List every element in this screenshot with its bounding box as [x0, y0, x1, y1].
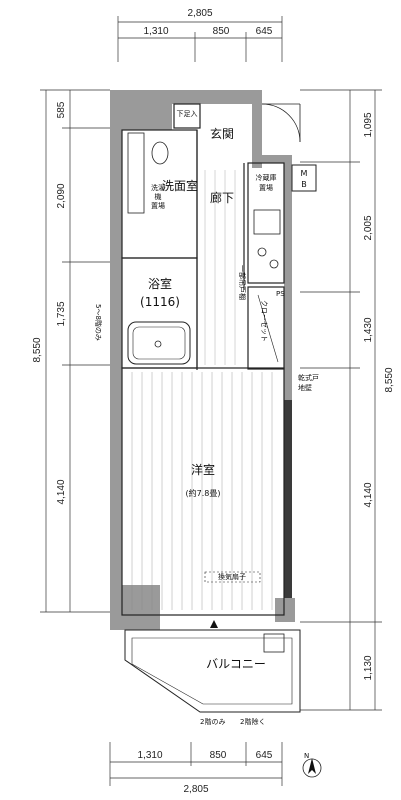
hallway-hatch [204, 170, 236, 365]
label-2f-except: 2階除く [240, 717, 265, 726]
bottom-total-dim: 2,805 [183, 784, 208, 795]
label-shelf: 一部吊戸棚 [238, 265, 247, 300]
label-fridge-2: 置場 [259, 183, 273, 192]
label-fridge-1: 冷蔵庫 [256, 173, 277, 182]
left-dim-2: 2,090 [56, 183, 67, 208]
floor-hatch [131, 372, 273, 610]
right-dim-1: 1,095 [363, 112, 374, 137]
interior-partitions [121, 103, 285, 616]
drain-icon [154, 340, 162, 348]
sink-icon [253, 209, 281, 235]
room-washroom: 洗面室 [162, 178, 198, 193]
room-western: 洋室 [191, 462, 215, 477]
label-shoe-box: 下足入 [177, 110, 198, 118]
label-washer-2: 機 [155, 192, 162, 201]
room-bathroom-size: (1116) [140, 295, 180, 309]
room-bathroom: 浴室 [148, 276, 172, 291]
label-floor-note: 5～8階のみ [94, 304, 103, 341]
label-ps: PS [276, 290, 285, 298]
top-dimension-lines [117, 16, 283, 62]
top-total-dim: 2,805 [187, 8, 212, 19]
top-dim-2: 850 [213, 26, 230, 37]
entrance-door [261, 103, 301, 143]
window-marker [210, 620, 218, 628]
right-dim-4: 4,140 [363, 482, 374, 507]
left-dim-3: 1,735 [56, 301, 67, 326]
burner-icon [257, 247, 267, 257]
closet-mark [257, 294, 279, 363]
label-dryer-2: 地壁 [298, 383, 312, 392]
label-washer-3: 置場 [151, 201, 165, 210]
washstand [127, 132, 145, 214]
mb-box [291, 164, 317, 192]
vent-box [204, 571, 261, 583]
right-dim-5: 1,130 [363, 655, 374, 680]
right-dimension-lines [300, 89, 382, 711]
compass-arrow-icon [308, 758, 316, 774]
room-western-size: (約7.8畳) [186, 488, 221, 498]
right-dim-3: 1,430 [363, 317, 374, 342]
right-dim-2: 2,005 [363, 215, 374, 240]
bottom-dim-2: 850 [210, 750, 227, 761]
room-hallway: 廊下 [210, 190, 234, 205]
label-2f-only: 2階のみ [200, 717, 225, 726]
label-vent: 換気扇子 [218, 572, 246, 581]
room-balcony: バルコニー [206, 657, 266, 671]
bottom-dim-3: 645 [256, 750, 273, 761]
right-total-dim: 8,550 [384, 367, 395, 392]
left-dim-4: 4,140 [56, 479, 67, 504]
compass-label: N [304, 752, 309, 760]
room-entrance: 玄関 [210, 126, 234, 141]
mb-label-m: M [301, 169, 308, 178]
outer-walls [110, 90, 295, 630]
label-dryer-1: 乾式戸 [298, 373, 319, 382]
label-washer-1: 洗濯 [151, 183, 165, 192]
bottom-dimension-lines [109, 742, 283, 786]
top-dim-3: 645 [256, 26, 273, 37]
toilet-icon [151, 141, 169, 165]
left-dim-1: 585 [56, 101, 67, 118]
left-total-dim: 8,550 [32, 337, 43, 362]
left-dimension-lines [40, 89, 110, 613]
burner-icon [269, 259, 279, 269]
bathtub [127, 321, 191, 365]
compass: N [302, 752, 322, 778]
mb-label-b: B [301, 180, 307, 189]
bottom-dim-1: 1,310 [137, 750, 162, 761]
label-closet: クローゼット [260, 300, 269, 342]
balcony [124, 629, 301, 713]
top-dim-1: 1,310 [143, 26, 168, 37]
